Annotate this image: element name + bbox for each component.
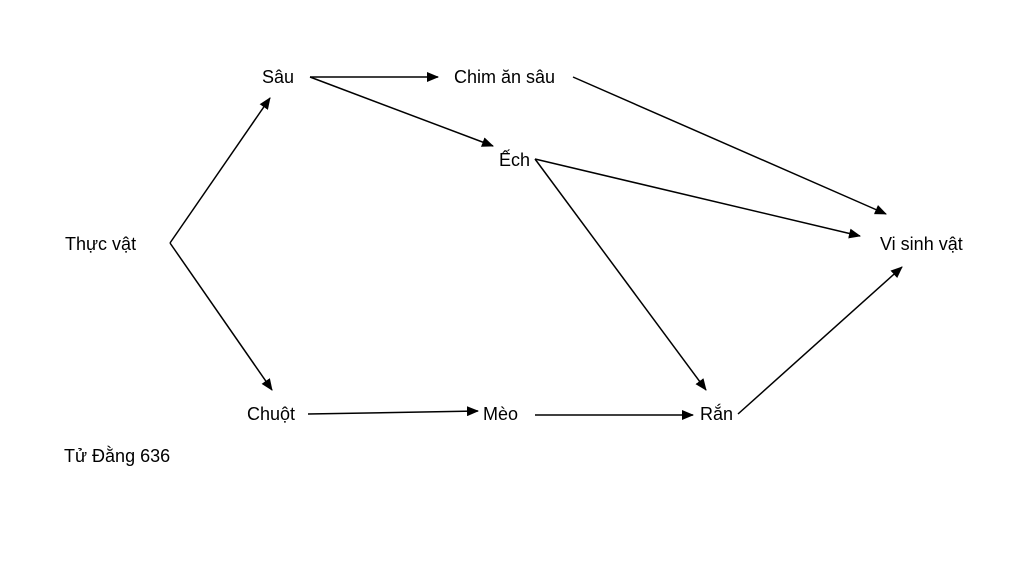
node-thuc-vat: Thực vật — [65, 234, 136, 254]
edge-sau-to-ech — [309, 76, 494, 147]
node-ech: Ếch — [499, 149, 530, 170]
edge-ech-to-vi-sinh-vat — [534, 158, 861, 239]
node-sau: Sâu — [262, 67, 294, 87]
edge-thuc-vat-to-sau — [169, 97, 271, 244]
edge-chim-an-sau-to-vi-sinh-vat — [572, 76, 887, 215]
edge-thuc-vat-to-chuot — [169, 242, 273, 391]
edges — [169, 72, 903, 420]
node-chuot: Chuột — [247, 404, 295, 424]
node-vi-sinh-vat: Vi sinh vật — [880, 234, 963, 254]
nodes: Thực vật Sâu Chim ăn sâu Ếch Vi sinh vật… — [65, 67, 963, 424]
edge-ran-to-vi-sinh-vat — [737, 266, 903, 415]
edge-ech-to-ran — [534, 158, 707, 391]
node-ran: Rắn — [700, 403, 733, 424]
node-chim-an-sau: Chim ăn sâu — [454, 67, 555, 87]
author-credit: Tử Đằng 636 — [64, 446, 171, 466]
edge-chuot-to-meo — [307, 406, 479, 417]
node-meo: Mèo — [483, 404, 518, 424]
